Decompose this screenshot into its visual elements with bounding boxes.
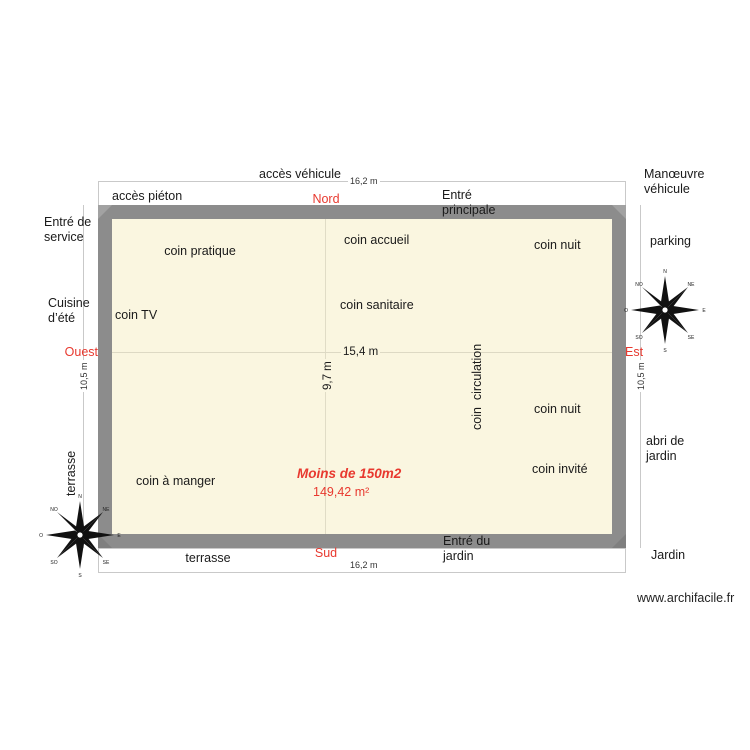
interior-height-dimension: 9,7 m [322,359,335,392]
interior-width-dimension: 15,4 m [341,346,381,359]
exterior-label-entre-principale: Entré principale [442,188,496,217]
exterior-label-terrasse-bottom: terrasse [185,551,231,565]
dimension-line-bottom [98,572,626,573]
room-label-coin-pratique: coin pratique [164,244,236,258]
dimension-tick-bottom-right [625,548,626,572]
exterior-label-acces-vehicule: accès véhicule [259,167,341,181]
outer-width-dimension-top: 16,2 m [348,176,380,186]
outer-height-dimension-left: 10,5 m [79,360,89,392]
exterior-label-parking: parking [650,234,691,248]
outer-width-dimension-bottom: 16,2 m [348,560,380,570]
svg-text:SO: SO [635,335,642,341]
exterior-label-entre-du-jardin: Entré du jardin [443,534,491,563]
svg-text:SE: SE [688,335,695,341]
watermark-url: www.archifacile.fr [637,591,735,605]
compass-rose-right: N S E O NE NO SE SO [624,269,706,354]
room-label-coin-invite: coin invité [532,462,588,476]
dimension-tick-top-right [625,181,626,205]
room-label-coin-nuit-bottom: coin nuit [534,402,581,416]
room-label-coin-nuit-top: coin nuit [534,238,581,252]
exterior-label-terrasse-left: terrasse [64,450,78,496]
svg-text:SO: SO [50,560,57,566]
exterior-label-acces-pieton: accès piéton [112,189,183,203]
svg-text:NO: NO [50,507,58,513]
exterior-label-entre-de-service: Entré de service [44,215,92,244]
orientation-label-est: Est [625,345,644,359]
area-note-under-150: Moins de 150m2 [297,466,402,481]
wall-corner-bottom-left [98,534,112,548]
svg-text:O: O [39,533,43,539]
room-label-coin-a-manger: coin à manger [136,474,216,488]
outer-height-dimension-right: 10,5 m [636,360,646,392]
wall-corner-top-left [98,205,112,219]
room-label-coin-accueil: coin accueil [344,233,410,247]
svg-text:O: O [624,308,628,314]
wall-corner-bottom-right [612,534,626,548]
building-floor-area [112,219,612,534]
area-value: 149,42 m² [313,485,370,499]
svg-text:NE: NE [688,282,696,288]
room-label-coin-circulation: coin circulation [470,343,484,430]
svg-text:NO: NO [635,282,643,288]
svg-text:S: S [663,348,667,354]
svg-text:SE: SE [103,560,110,566]
svg-text:E: E [117,533,121,539]
orientation-label-nord: Nord [312,192,340,206]
svg-text:NE: NE [103,507,111,513]
exterior-label-cuisine-dete: Cuisine d’été [48,296,90,325]
svg-text:N: N [663,269,667,275]
wall-corner-top-right [612,205,626,219]
exterior-label-manoeuvre-vehicule: Manœuvre véhicule [644,167,705,196]
svg-text:N: N [78,494,82,500]
dimension-tick-bottom-left [98,548,99,572]
compass-rose-left: N S E O NE NO SE SO [39,494,121,579]
room-label-coin-sanitaire: coin sanitaire [340,298,414,312]
orientation-label-sud: Sud [314,546,338,560]
room-label-coin-tv: coin TV [115,308,158,322]
exterior-label-jardin: Jardin [651,548,686,562]
label-rule-bottom [98,548,626,549]
orientation-label-ouest: Ouest [64,345,98,359]
exterior-label-abri-de-jardin: abri de jardin [646,434,685,463]
dimension-tick-top-left [98,181,99,205]
svg-text:E: E [702,308,706,314]
svg-text:S: S [78,573,82,579]
